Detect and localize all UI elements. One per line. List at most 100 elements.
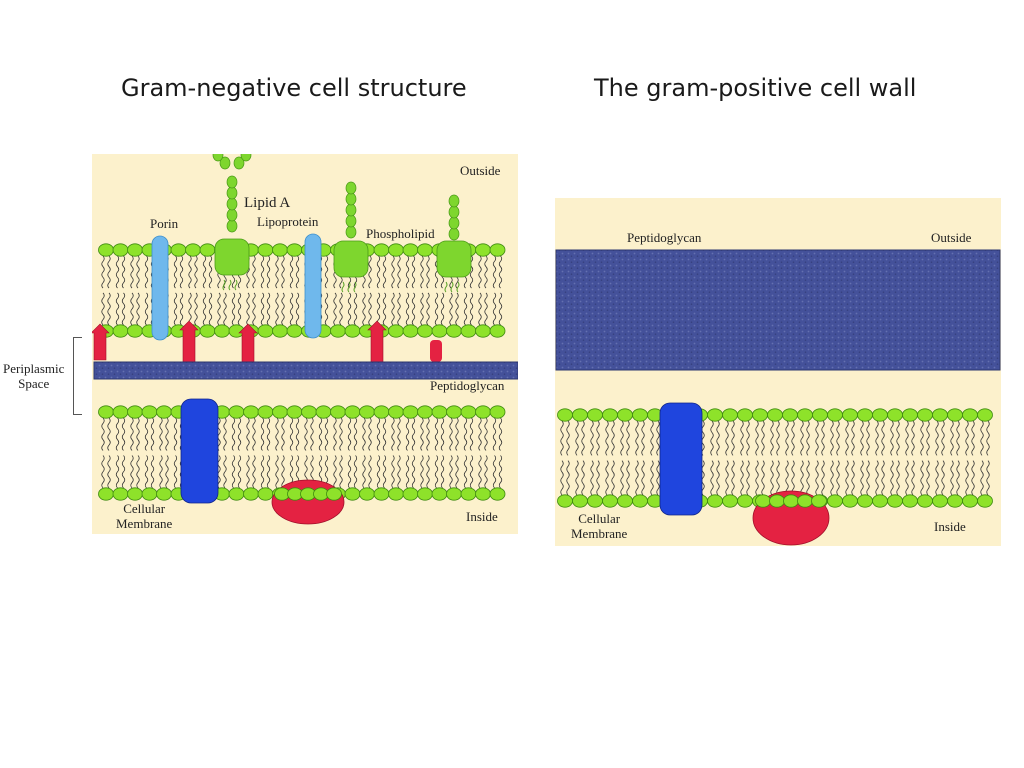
lipid-tail xyxy=(701,460,705,496)
lipid-tail xyxy=(731,460,735,496)
lipid-tail xyxy=(560,460,564,496)
lipid-tail xyxy=(478,292,482,326)
lipid-tail xyxy=(260,255,265,289)
lipid-tail xyxy=(455,292,459,326)
lipid-head xyxy=(617,408,633,422)
lipid-head xyxy=(112,324,129,338)
lipid-tail xyxy=(980,420,984,456)
lipid-head xyxy=(315,405,332,419)
lipid-tail xyxy=(755,460,759,496)
lipid-tail xyxy=(376,455,381,489)
lipid-head xyxy=(228,405,245,419)
periplasmic-line2: Space xyxy=(18,375,50,391)
lps-bead xyxy=(226,186,238,200)
lipid-tail xyxy=(590,420,594,456)
lipid-tail xyxy=(935,460,939,496)
lipid-tail xyxy=(237,417,242,451)
lipid-tail xyxy=(252,292,256,326)
lipid-tail xyxy=(620,460,624,496)
lipid-tail xyxy=(101,255,105,289)
lipid-head xyxy=(632,408,648,422)
lipid-tail xyxy=(266,417,271,451)
lipid-tail xyxy=(202,255,207,289)
lipid-tail xyxy=(130,292,134,326)
lipid-tail xyxy=(144,255,149,289)
lipid-tail xyxy=(121,255,126,289)
lipid-tail xyxy=(289,292,294,326)
lipid-a-core xyxy=(436,240,472,278)
lipid-tail xyxy=(121,417,126,451)
lipid-head xyxy=(827,408,843,422)
lipid-tail xyxy=(130,417,134,451)
lipid-tail xyxy=(905,460,909,496)
lipid-a-core xyxy=(214,238,250,276)
lipid-head xyxy=(811,494,827,508)
lipid-a-tail xyxy=(450,281,454,293)
lipid-tail xyxy=(281,417,285,451)
lipid-head xyxy=(112,487,129,501)
lipid-tail xyxy=(107,292,111,326)
lipid-head xyxy=(917,494,933,508)
lipid-a-tail xyxy=(234,279,238,291)
lipid-a-tail xyxy=(228,279,232,291)
lipid-tail xyxy=(310,417,314,451)
lipid-tail xyxy=(281,292,285,326)
membrane-protein-blue xyxy=(180,398,219,504)
lipid-tail xyxy=(382,255,387,289)
lipid-head xyxy=(446,324,462,338)
lipid-tail xyxy=(405,455,410,489)
lipid-head xyxy=(902,408,918,422)
lipid-tail xyxy=(478,417,482,451)
lipid-tail xyxy=(266,255,271,289)
lipid-tail xyxy=(469,255,474,289)
lipid-tail xyxy=(641,420,645,456)
lipid-tail xyxy=(376,292,381,326)
lipid-tail xyxy=(641,460,645,496)
lipid-tail xyxy=(165,455,169,489)
lipid-tail xyxy=(755,420,759,456)
lipid-tail xyxy=(101,455,105,489)
lipid-a-label: Lipid A xyxy=(244,195,291,211)
lipid-head xyxy=(214,324,230,338)
lipid-tail xyxy=(881,460,885,496)
lipid-tail xyxy=(463,292,468,326)
lipid-tail xyxy=(596,460,600,496)
lipid-tail xyxy=(492,255,497,289)
lipid-tail xyxy=(806,420,810,456)
porin-channel xyxy=(151,235,169,341)
lipid-tail xyxy=(836,460,840,496)
lipid-tail xyxy=(144,455,149,489)
lipid-tail xyxy=(449,417,453,451)
lipid-tail xyxy=(420,292,424,326)
lipid-tail xyxy=(830,460,834,496)
lipid-head xyxy=(755,494,771,508)
lipid-tail xyxy=(426,455,430,489)
lipid-tail xyxy=(498,292,503,326)
lipid-tail xyxy=(420,455,424,489)
lipid-head xyxy=(272,324,288,338)
lipid-head xyxy=(857,494,873,508)
lipid-head xyxy=(141,487,158,501)
phospholipid-label: Phospholipid xyxy=(366,226,435,241)
lipid-head xyxy=(475,487,491,501)
lipid-tail xyxy=(986,460,990,496)
lipid-tail xyxy=(266,292,271,326)
peptidoglycan-layer xyxy=(555,249,1001,371)
lipid-tail xyxy=(746,420,750,456)
lipid-head xyxy=(812,408,828,422)
lipid-tail xyxy=(289,255,294,289)
lipoprotein-anchor xyxy=(179,320,199,363)
lipid-tail xyxy=(860,420,864,456)
lipid-tail xyxy=(926,420,930,456)
lipid-tail xyxy=(455,417,459,451)
lipid-tail xyxy=(860,460,864,496)
lipid-tail xyxy=(353,455,358,489)
lipid-tail xyxy=(815,420,819,456)
lps-bead xyxy=(345,192,357,206)
lipid-tail xyxy=(217,292,221,326)
lipid-head xyxy=(797,494,813,508)
lipid-tail xyxy=(845,420,849,456)
lipid-tail xyxy=(845,460,849,496)
lipid-head xyxy=(127,487,143,501)
lipid-tail xyxy=(449,455,453,489)
